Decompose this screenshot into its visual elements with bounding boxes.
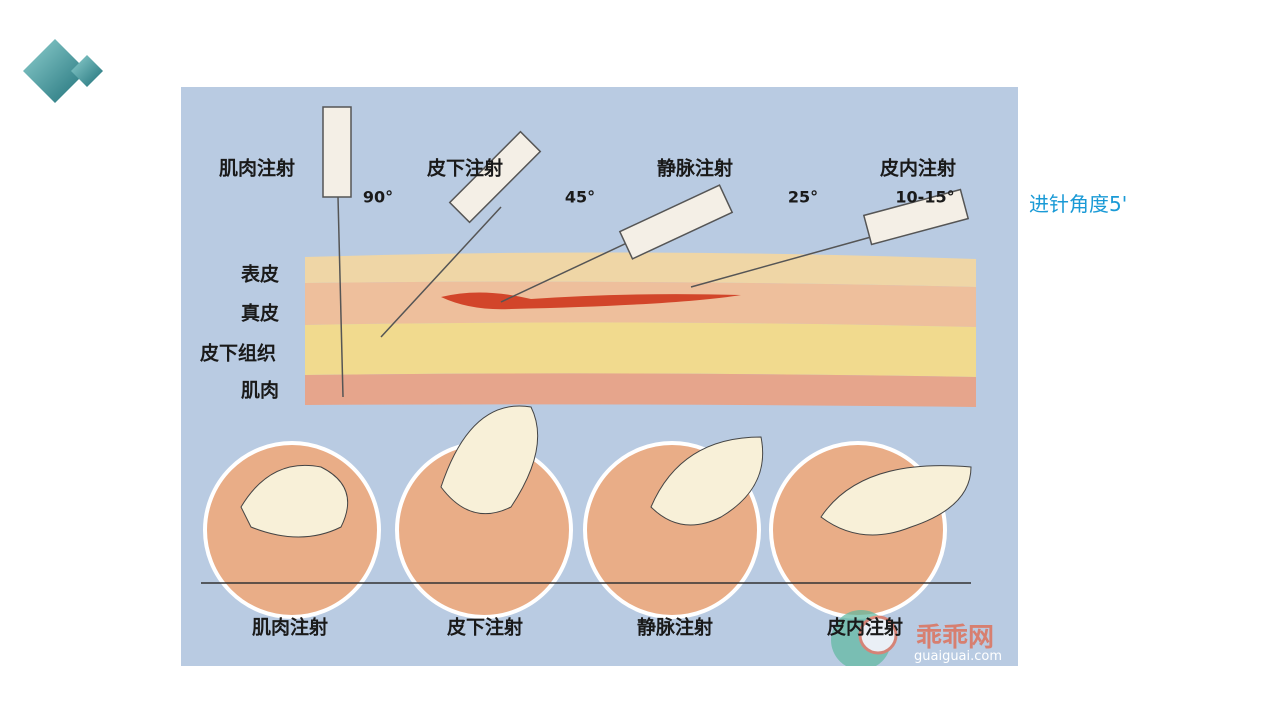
watermark-text: 乖乖网: [916, 623, 995, 653]
angle-25: 25°: [787, 187, 819, 207]
skin-cross-section: [305, 252, 976, 407]
top-label-intradermal: 皮内注射: [879, 157, 957, 180]
angle-90: 90°: [362, 187, 394, 207]
layer-muscle: 肌肉: [240, 379, 280, 402]
logo-diamonds-icon: [23, 39, 103, 103]
bottom-label-intradermal: 皮内注射: [826, 616, 904, 639]
watermark-url: guaiguai.com: [914, 649, 1003, 664]
top-label-intravenous: 静脉注射: [656, 157, 734, 180]
layer-subcutaneous: 皮下组织: [199, 342, 277, 365]
side-note: 进针角度5': [1029, 192, 1128, 216]
layer-dermis: 真皮: [240, 302, 280, 325]
layer-epidermis: 表皮: [240, 263, 280, 286]
top-label-subcutaneous: 皮下注射: [426, 157, 504, 180]
technique-circles: [201, 405, 972, 619]
top-label-intramuscular: 肌肉注射: [218, 157, 296, 180]
syringe-10: [690, 188, 970, 288]
syringe-45: [380, 130, 542, 338]
vein: [441, 292, 741, 310]
bottom-label-intravenous: 静脉注射: [636, 616, 714, 639]
bottom-label-intramuscular: 肌肉注射: [251, 616, 329, 639]
angle-45: 45°: [564, 187, 596, 207]
angle-10-15: 10-15°: [895, 187, 955, 207]
illustration: [201, 106, 976, 670]
bottom-label-subcutaneous: 皮下注射: [446, 616, 524, 639]
syringe-25: [500, 184, 734, 303]
syringe-90: [322, 106, 352, 398]
watermark-logo: [831, 610, 898, 670]
injection-diagram: 肌肉注射 皮下注射 静脉注射 皮内注射 90° 45° 25° 10-15° 表…: [181, 87, 1018, 670]
